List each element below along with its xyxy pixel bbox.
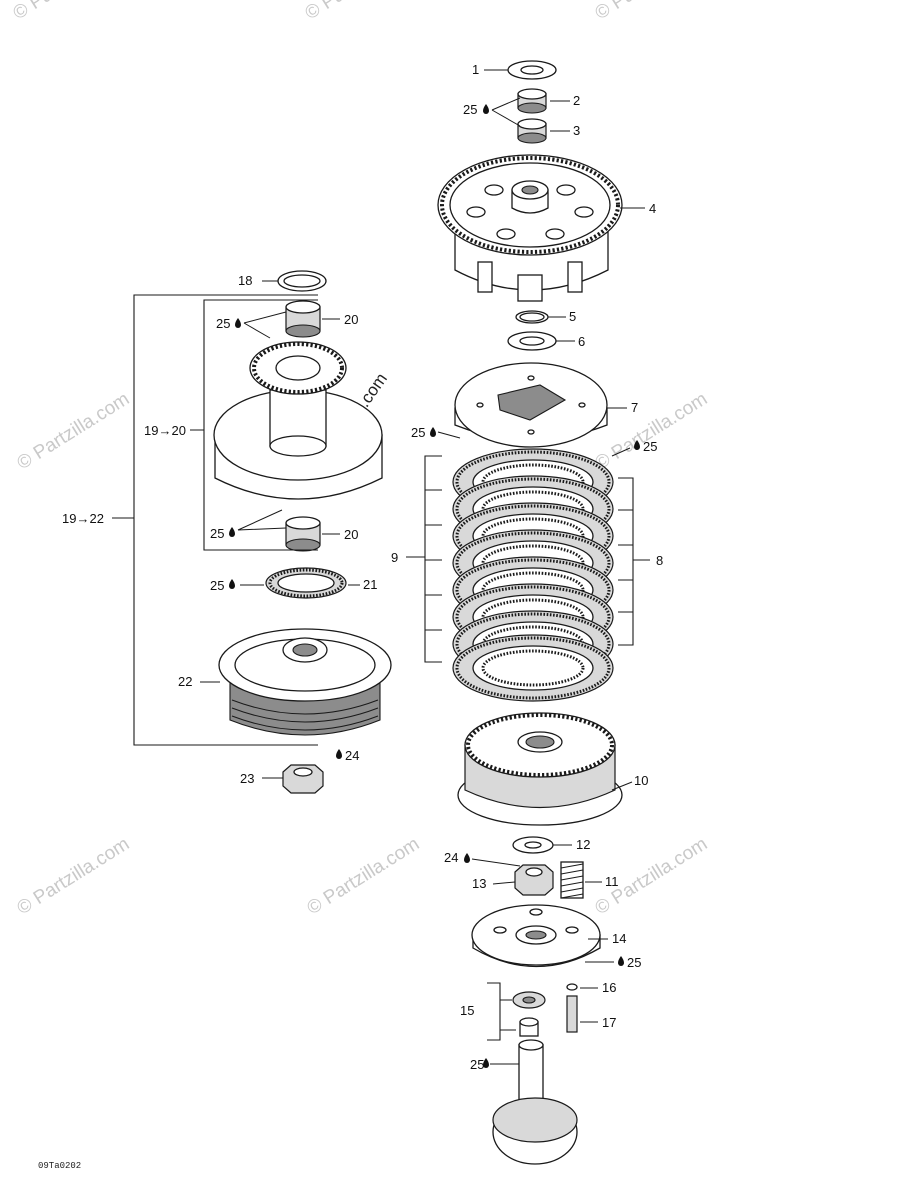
drop-icon — [618, 956, 624, 966]
drop-icon — [336, 749, 342, 759]
part-17-pin — [566, 995, 578, 1033]
callout-16: 16 — [602, 980, 616, 995]
callout-10: 10 — [634, 773, 648, 788]
callout-21: 21 — [363, 577, 377, 592]
callout-14: 14 — [612, 931, 626, 946]
callout-25: 25 — [627, 955, 641, 970]
callout-3: 3 — [573, 123, 580, 138]
callout-25: 25 — [210, 578, 224, 593]
callout-15: 15 — [460, 1003, 474, 1018]
callout-20: 20 — [344, 527, 358, 542]
group-brackets — [112, 294, 650, 1041]
part-14-lifter-plate — [471, 904, 601, 968]
part-10-clutch-hub — [457, 712, 623, 826]
callout-24: 24 — [345, 748, 359, 763]
callout-25: 25 — [210, 526, 224, 541]
callout-9: 9 — [391, 550, 398, 565]
callout-12: 12 — [576, 837, 590, 852]
part-7-pressure-plate — [454, 362, 608, 448]
callout-2: 2 — [573, 93, 580, 108]
callout-25: 25 — [463, 102, 477, 117]
part-21-one-way-clutch — [265, 567, 347, 599]
drop-icon — [229, 527, 235, 537]
lubricant-drop-icons — [229, 104, 640, 1068]
callout-25: 25 — [216, 316, 230, 331]
callout-18: 18 — [238, 273, 252, 288]
watermark-text: © Partzilla.com — [14, 834, 134, 920]
leader-lines — [200, 69, 645, 1065]
callout-group-19-22: 19→22 — [62, 511, 104, 526]
callout-11: 11 — [605, 874, 619, 889]
drawing-code: 09Ta0202 — [38, 1161, 81, 1171]
drop-icon — [235, 318, 241, 328]
watermark-text: © Partzilla.com — [592, 389, 712, 475]
callout-22: 22 — [178, 674, 192, 689]
watermark-text: © Partzilla.com — [10, 0, 130, 24]
callout-7: 7 — [631, 400, 638, 415]
callout-25: 25 — [643, 439, 657, 454]
part-5-o-ring — [515, 310, 549, 324]
callout-23: 23 — [240, 771, 254, 786]
drop-icon — [229, 579, 235, 589]
callout-25: 25 — [411, 425, 425, 440]
callout-13: 13 — [472, 876, 486, 891]
part-22-clutch-basket — [218, 628, 392, 736]
part-19-starter-gear-assembly — [213, 341, 383, 500]
drop-icon — [464, 853, 470, 863]
part-3-needle-bearing — [517, 118, 547, 144]
callout-24: 24 — [444, 850, 458, 865]
callout-25: 25 — [470, 1057, 484, 1072]
part-11-spring — [560, 861, 584, 899]
drop-icon — [483, 104, 489, 114]
part-18-washer — [277, 270, 327, 292]
callout-1: 1 — [472, 62, 479, 77]
watermark-text: © Partzilla.com — [304, 834, 424, 920]
watermark-text: © Partzilla.com — [14, 389, 134, 475]
drop-icon — [483, 1058, 489, 1068]
drop-icon — [634, 440, 640, 450]
drop-icon — [430, 427, 436, 437]
callout-20: 20 — [344, 312, 358, 327]
part-20-bushing-lower — [285, 516, 321, 552]
watermark-text: © Partzilla.com — [302, 0, 422, 24]
part-13-nut — [514, 864, 554, 896]
callout-4: 4 — [649, 201, 656, 216]
part-15-bearing-assembly — [512, 991, 546, 1037]
part-1-washer — [507, 60, 557, 80]
part-callouts: 1 2 3 25 4 5 6 7 25 25 9 8 10 12 24 13 1… — [62, 62, 663, 1072]
part-4-clutch-housing-gear — [437, 154, 623, 302]
callout-5: 5 — [569, 309, 576, 324]
push-rod — [492, 1039, 578, 1165]
callout-group-19-20: 19→20 — [144, 423, 186, 438]
part-2-needle-bearing — [517, 88, 547, 114]
part-6-washer — [507, 331, 557, 351]
callout-6: 6 — [578, 334, 585, 349]
watermark-text: © Partzilla.com — [592, 0, 712, 24]
callout-17: 17 — [602, 1015, 616, 1030]
clutch-plate — [452, 634, 614, 702]
part-20-bushing-upper — [285, 300, 321, 338]
part-23-nut — [282, 764, 324, 794]
part-16-o-ring — [566, 983, 578, 991]
part-8-9-clutch-plate-stack — [452, 448, 614, 702]
callout-8: 8 — [656, 553, 663, 568]
part-12-washer — [512, 836, 554, 854]
